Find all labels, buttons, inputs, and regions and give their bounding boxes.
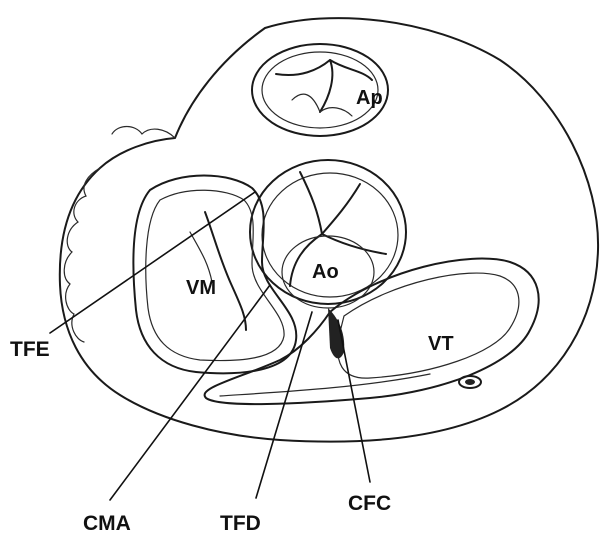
callout-tfd: TFD: [220, 512, 261, 535]
atrial-appendage-edge-top: [112, 127, 175, 139]
callout-tfe: TFE: [10, 338, 50, 361]
mitral-valve: [133, 176, 296, 374]
label-pulmonary-valve: Ap: [356, 87, 383, 109]
coronary-ostium-inner: [465, 379, 475, 385]
label-tricuspid-valve: VT: [428, 333, 454, 355]
tricuspid-valve: [205, 259, 539, 405]
atrial-appendage-edge: [64, 168, 100, 342]
aortic-valve: [250, 160, 406, 308]
leader-cma: [110, 285, 270, 500]
label-mitral-valve: VM: [186, 277, 216, 299]
callout-cma: CMA: [83, 512, 131, 535]
label-aortic-valve: Ao: [312, 261, 339, 283]
callout-cfc: CFC: [348, 492, 391, 515]
central-fibrous-body-shape: [328, 308, 344, 358]
heart-outer-outline: [60, 18, 598, 442]
